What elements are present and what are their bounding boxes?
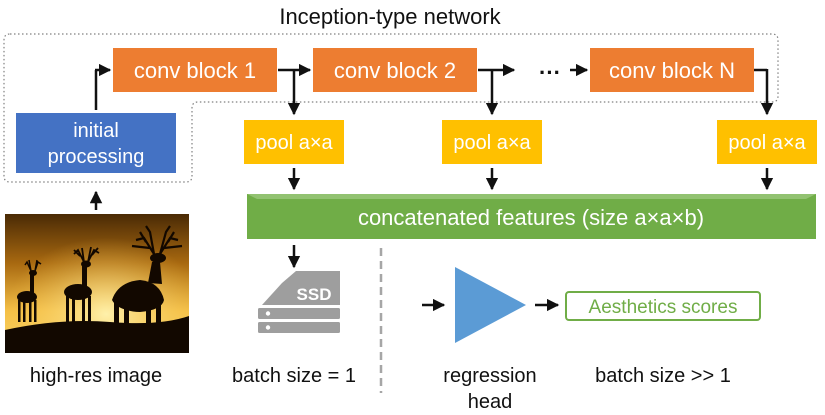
concatenated-features-bar [247,194,816,239]
network-outline [3,33,779,183]
output-batch-size-caption: batch size >> 1 [595,365,731,387]
regression-head-caption-line1: regression [443,365,536,387]
conv-block-2-label: conv block 2 [334,58,456,83]
conv-block-2 [313,48,477,92]
network-title: Inception-type network [279,4,501,29]
pool-box-2-label: pool a×a [453,132,531,154]
conv-block-n-label: conv block N [609,58,735,83]
ssd-batch-size-caption: batch size = 1 [232,365,356,387]
concat-bevel [247,194,816,199]
regression-head-triangle-icon [455,267,526,343]
input-image [5,214,189,353]
pool-box-n [717,120,817,164]
conv-block-n [590,48,754,92]
pool-box-n-label: pool a×a [728,132,806,154]
pool-box-1 [244,120,344,164]
initial-processing-label-line2: processing [48,146,145,168]
ssd-icon-text: SSD [297,285,332,304]
ssd-icon: SSD [258,271,340,333]
conv-block-1-label: conv block 1 [134,58,256,83]
aesthetics-scores-box [565,291,761,321]
pool-box-2 [442,120,542,164]
conv-block-1 [113,48,277,92]
aesthetics-scores-label: Aesthetics scores [589,297,738,318]
initial-processing-block [16,113,176,173]
concatenated-features-label: concatenated features (size a×a×b) [358,205,704,230]
ellipsis: ··· [539,60,561,85]
initial-processing-label-line1: initial [73,120,119,142]
input-image-caption: high-res image [30,365,162,387]
pool-box-1-label: pool a×a [255,132,333,154]
regression-head-caption-line2: head [468,391,513,413]
